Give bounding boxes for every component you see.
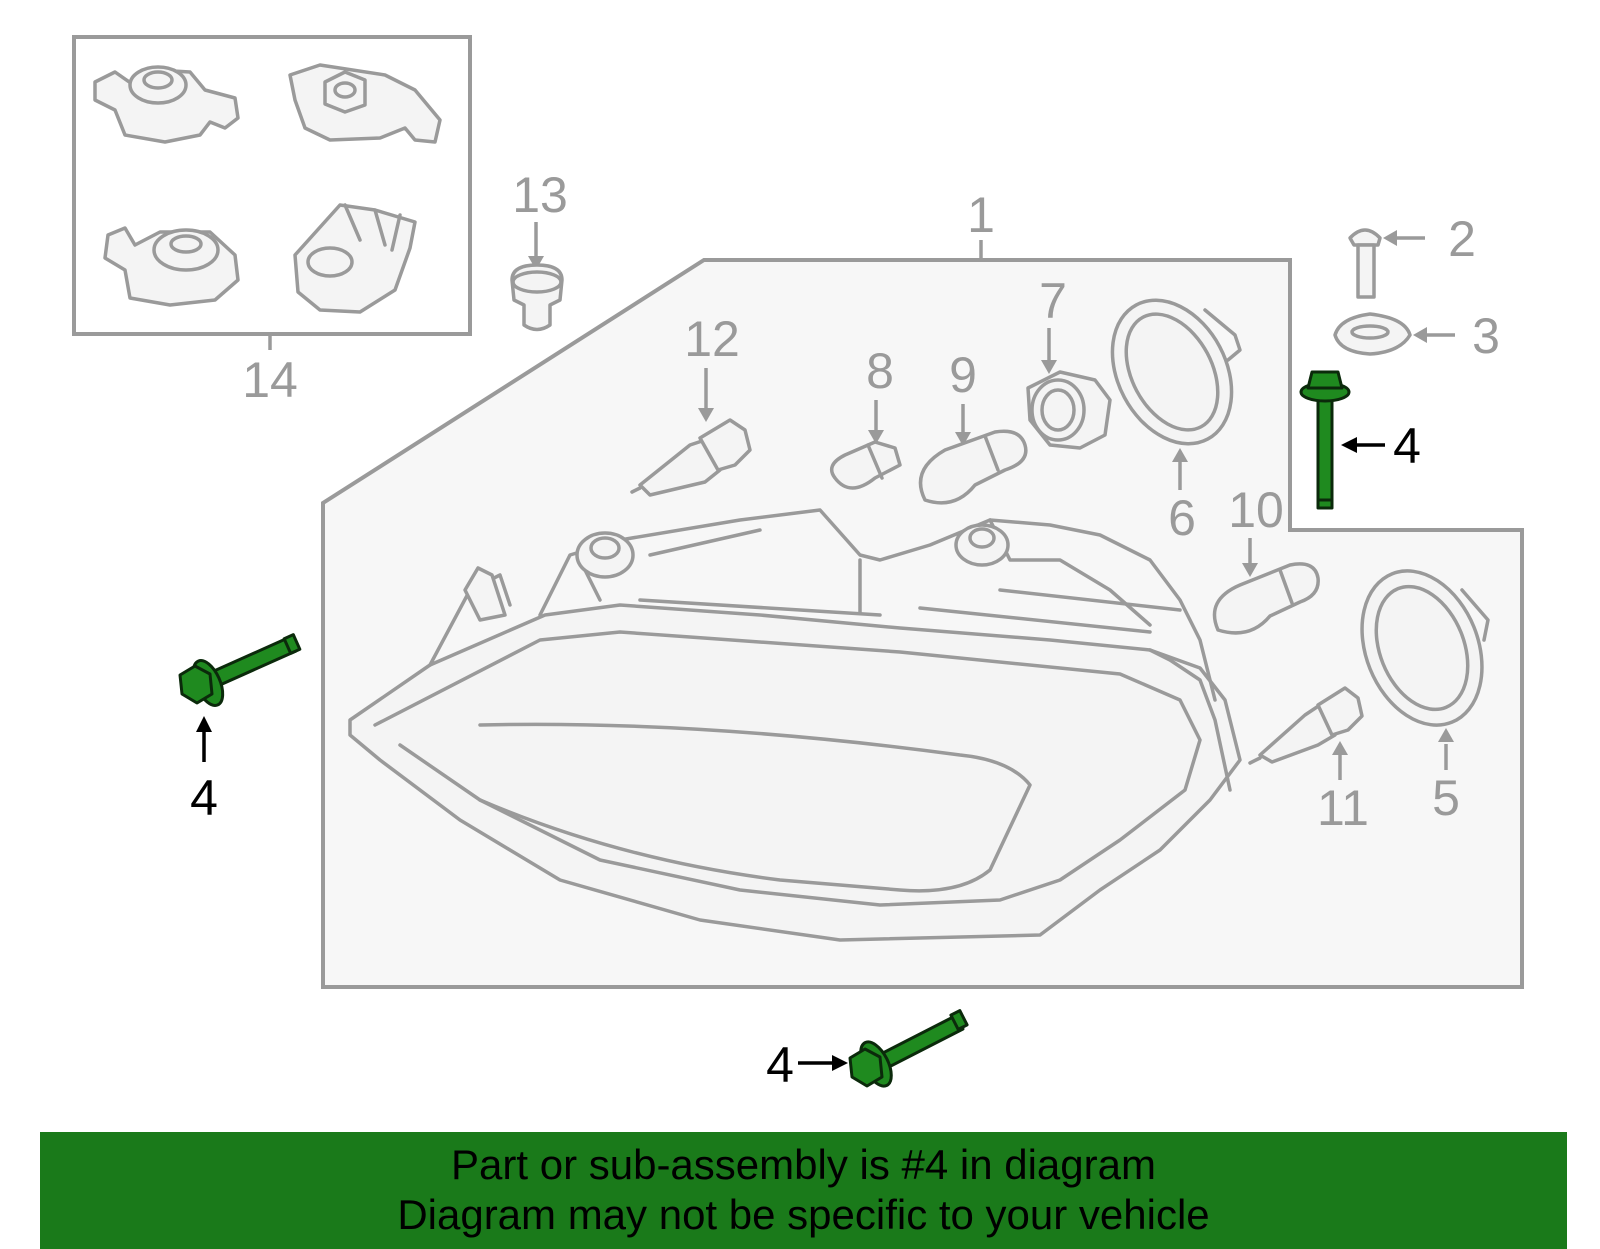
adjuster-part-2 (288, 63, 442, 144)
bolt-4-bottom[interactable] (848, 1009, 969, 1091)
bolt-4-top-right[interactable] (1299, 370, 1351, 510)
bulb-9 (918, 429, 1028, 505)
callout-14: 14 (242, 352, 298, 408)
callout-10: 10 (1228, 482, 1284, 538)
callout-4-left: 4 (190, 770, 218, 826)
callout-5: 5 (1432, 770, 1460, 826)
callout-2: 2 (1448, 211, 1476, 267)
callout-13: 13 (512, 167, 568, 223)
callout-3: 3 (1472, 308, 1500, 364)
adjuster-part-1 (93, 65, 240, 144)
callout-7: 7 (1039, 273, 1067, 329)
bulb-10 (1212, 562, 1320, 635)
callout-11: 11 (1317, 780, 1369, 836)
plug-13 (510, 263, 564, 332)
bulb-12 (630, 418, 752, 497)
callout-8: 8 (866, 343, 894, 399)
adjuster-part-3 (103, 226, 240, 307)
bulb-8 (829, 440, 902, 490)
callout-12: 12 (684, 311, 740, 367)
callout-4-bottom: 4 (766, 1037, 794, 1093)
banner-line-1: Part or sub-assembly is #4 in diagram (451, 1141, 1156, 1188)
callout-4-top-right: 4 (1393, 418, 1421, 474)
headlamp-assembly (348, 508, 1242, 942)
cap-6 (1110, 298, 1242, 446)
info-banner: Part or sub-assembly is #4 in diagram Di… (40, 1132, 1567, 1249)
screw-2 (1348, 228, 1382, 299)
callout-9: 9 (949, 347, 977, 403)
banner-line-2: Diagram may not be specific to your vehi… (397, 1191, 1210, 1238)
callout-1: 1 (967, 187, 995, 243)
adjuster-part-4 (293, 203, 417, 314)
callout-6: 6 (1168, 490, 1196, 546)
washer-3 (1333, 312, 1412, 356)
bulb-11 (1248, 686, 1364, 765)
bolt-4-left[interactable] (178, 633, 302, 710)
cap-5 (1360, 569, 1490, 727)
socket-7 (1026, 370, 1112, 450)
